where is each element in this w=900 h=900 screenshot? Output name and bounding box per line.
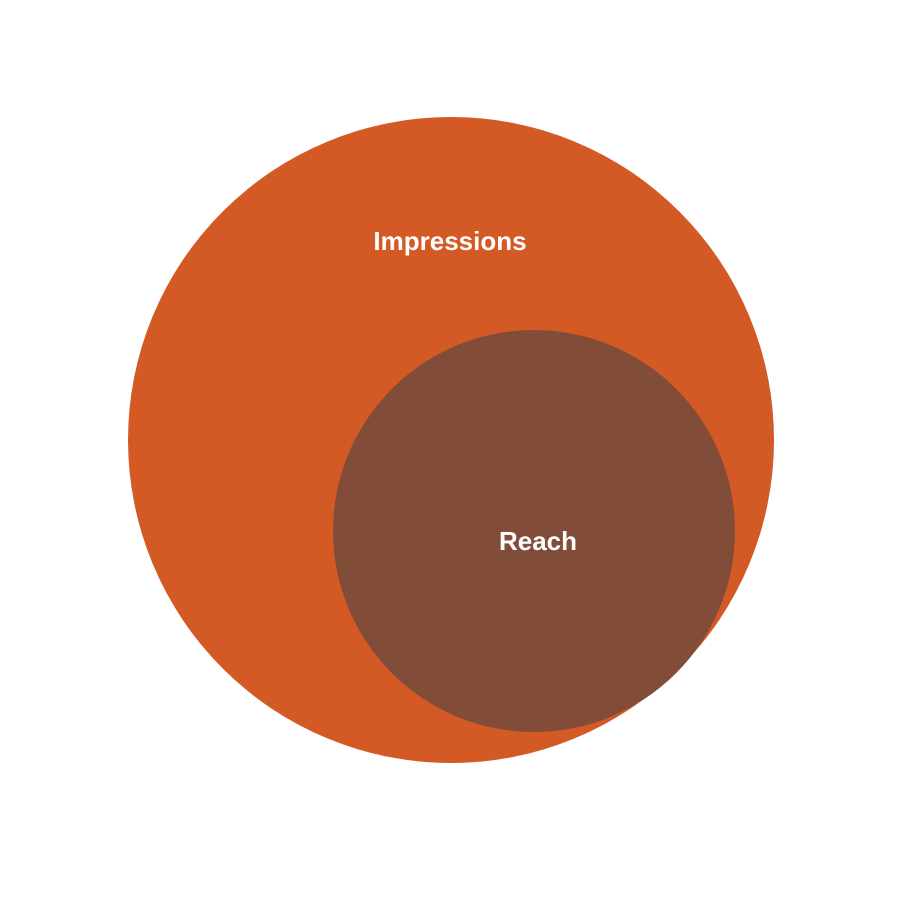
reach-label: Reach xyxy=(499,526,577,556)
impressions-label: Impressions xyxy=(373,226,526,256)
reach-circle xyxy=(333,330,735,732)
